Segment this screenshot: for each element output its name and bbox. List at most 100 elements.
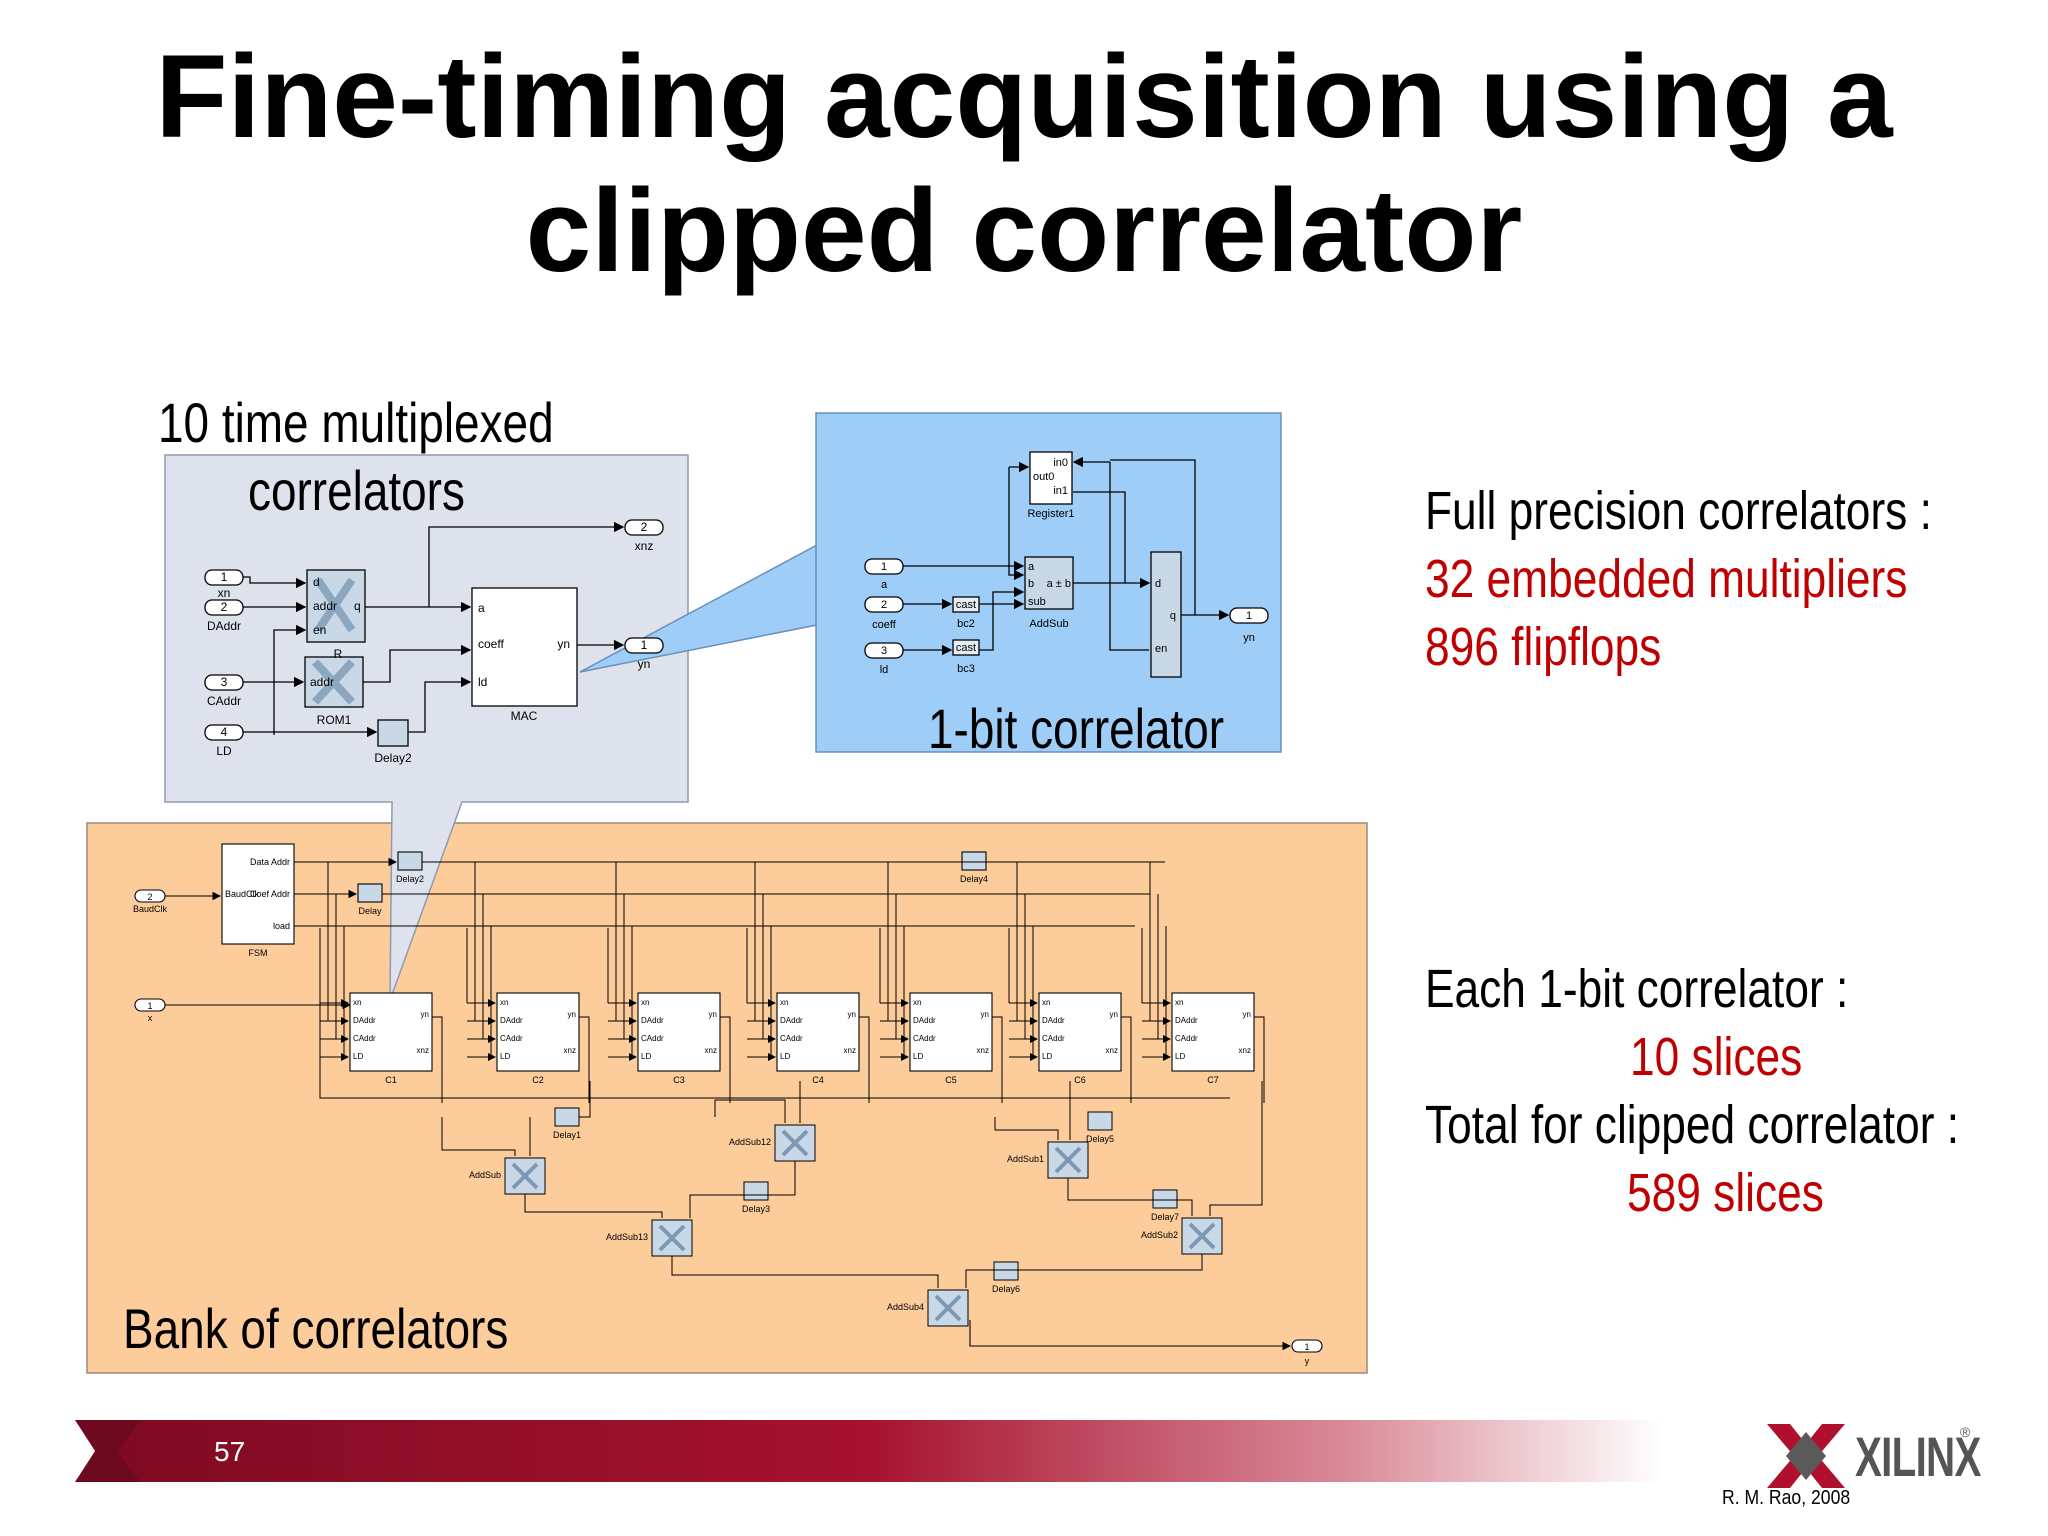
stat-each-value: 10 slices xyxy=(1630,1027,1803,1087)
correlator-port-label: xnz xyxy=(417,1046,429,1055)
correlator-name: C2 xyxy=(532,1075,544,1085)
correlator-port-label: LD xyxy=(780,1052,790,1061)
adder-delay-Delay5: Delay5 xyxy=(1086,1111,1114,1144)
correlator-port-label: LD xyxy=(913,1052,923,1061)
onebit-in-port-ld xyxy=(864,642,904,659)
adder-block-AddSub4: AddSub4 xyxy=(887,1289,969,1327)
title-line-2: clipped correlator xyxy=(525,165,1523,297)
correlator-port-label: yn xyxy=(1243,1010,1251,1019)
mux-delay-block xyxy=(377,719,409,747)
correlator-port-label: yn xyxy=(709,1010,717,1019)
correlator-port-label: LD xyxy=(1175,1052,1185,1061)
cast-block-bc3 xyxy=(952,639,980,656)
mac-block xyxy=(471,587,578,707)
correlator-port-label: DAddr xyxy=(500,1016,523,1025)
adder-name: AddSub13 xyxy=(606,1232,648,1242)
correlator-port-label: xn xyxy=(780,998,788,1007)
callout-multiplexed-line1: 10 time multiplexed xyxy=(158,391,554,454)
adder-name: AddSub2 xyxy=(1141,1230,1178,1240)
correlator-port-label: CAddr xyxy=(353,1034,376,1043)
onebit-out-port-yn xyxy=(1229,607,1269,624)
correlator-port-label: CAddr xyxy=(1175,1034,1198,1043)
mux-out-port-xnz xyxy=(624,519,664,536)
footer-chevron xyxy=(75,1420,140,1482)
adder-delay-name: Delay1 xyxy=(553,1130,581,1140)
correlator-port-label: xn xyxy=(500,998,508,1007)
cast-block-bc2 xyxy=(952,596,980,613)
bank-in-port-baudclk xyxy=(134,889,166,903)
adder-delay-name: Delay3 xyxy=(742,1204,770,1214)
addsub-block xyxy=(1024,556,1074,610)
correlator-port-label: yn xyxy=(1110,1010,1118,1019)
onebit-in-port-a xyxy=(864,558,904,575)
correlator-port-label: DAddr xyxy=(353,1016,376,1025)
correlator-port-label: xn xyxy=(913,998,921,1007)
correlator-port-label: LD xyxy=(500,1052,510,1061)
stat-total-label: Total for clipped correlator : xyxy=(1425,1095,1960,1155)
bank-delay2-block xyxy=(397,851,423,871)
correlator-port-label: xnz xyxy=(977,1046,989,1055)
adder-name: AddSub xyxy=(469,1170,501,1180)
correlator-port-label: yn xyxy=(568,1010,576,1019)
correlator-name: C5 xyxy=(945,1075,957,1085)
mux-out-port-yn xyxy=(624,637,664,654)
page-number: 57 xyxy=(214,1436,246,1467)
mux-in-port-2 xyxy=(204,599,244,616)
bank-in-port-x xyxy=(134,998,166,1012)
bank-delay4-block xyxy=(961,851,987,871)
correlator-port-label: xn xyxy=(641,998,649,1007)
correlator-port-label: CAddr xyxy=(1042,1034,1065,1043)
stat-flipflops: 896 flipflops xyxy=(1425,617,1662,677)
callout-onebit: 1-bit correlator xyxy=(928,697,1225,760)
slide-title: Fine-timing acquisition using a clipped … xyxy=(0,30,2048,298)
correlator-port-label: yn xyxy=(848,1010,856,1019)
adder-name: AddSub12 xyxy=(729,1137,771,1147)
correlator-name: C6 xyxy=(1074,1075,1086,1085)
stat-multipliers: 32 embedded multipliers xyxy=(1425,549,1908,609)
correlator-port-label: xnz xyxy=(1106,1046,1118,1055)
correlator-port-label: xnz xyxy=(1239,1046,1251,1055)
mux-in-port-4 xyxy=(204,724,244,741)
fsm-block xyxy=(221,843,295,945)
adder-name: AddSub1 xyxy=(1007,1154,1044,1164)
stat-full-precision-label: Full precision correlators : xyxy=(1425,481,1932,541)
adder-delay-Delay6: Delay6 xyxy=(992,1261,1020,1294)
register-block xyxy=(1029,451,1073,505)
correlator-port-label: DAddr xyxy=(913,1016,936,1025)
correlator-port-label: LD xyxy=(641,1052,651,1061)
mux-in-port-1 xyxy=(204,569,244,586)
xilinx-logo-mark xyxy=(1767,1424,1845,1488)
title-line-1: Fine-timing acquisition using a xyxy=(155,31,1893,163)
author-credit: R. M. Rao, 2008 xyxy=(1722,1487,1851,1509)
correlator-name: C7 xyxy=(1207,1075,1219,1085)
footer-band xyxy=(75,1420,1840,1482)
correlator-port-label: DAddr xyxy=(780,1016,803,1025)
correlator-port-label: CAddr xyxy=(780,1034,803,1043)
stat-each-label: Each 1-bit correlator : xyxy=(1425,959,1849,1019)
correlator-port-label: xn xyxy=(353,998,361,1007)
adder-delay-Delay1: Delay1 xyxy=(553,1107,581,1140)
correlator-name: C3 xyxy=(673,1075,685,1085)
onebit-delay-block xyxy=(1150,551,1182,678)
xilinx-logo-text: XILINX xyxy=(1855,1425,1981,1488)
registered-mark: ® xyxy=(1960,1424,1971,1440)
stat-total-value: 589 slices xyxy=(1627,1163,1824,1223)
callout-bank: Bank of correlators xyxy=(123,1297,509,1360)
correlator-name: C1 xyxy=(385,1075,397,1085)
correlator-port-label: CAddr xyxy=(500,1034,523,1043)
correlator-port-label: xn xyxy=(1042,998,1050,1007)
bank-output xyxy=(969,1320,1323,1353)
correlator-port-label: CAddr xyxy=(641,1034,664,1043)
adder-block-AddSub1: AddSub1 xyxy=(1007,1141,1089,1179)
bank-diagram xyxy=(134,843,1165,1012)
mux-diagram xyxy=(204,519,664,747)
adder-block-AddSub13: AddSub13 xyxy=(606,1219,693,1257)
